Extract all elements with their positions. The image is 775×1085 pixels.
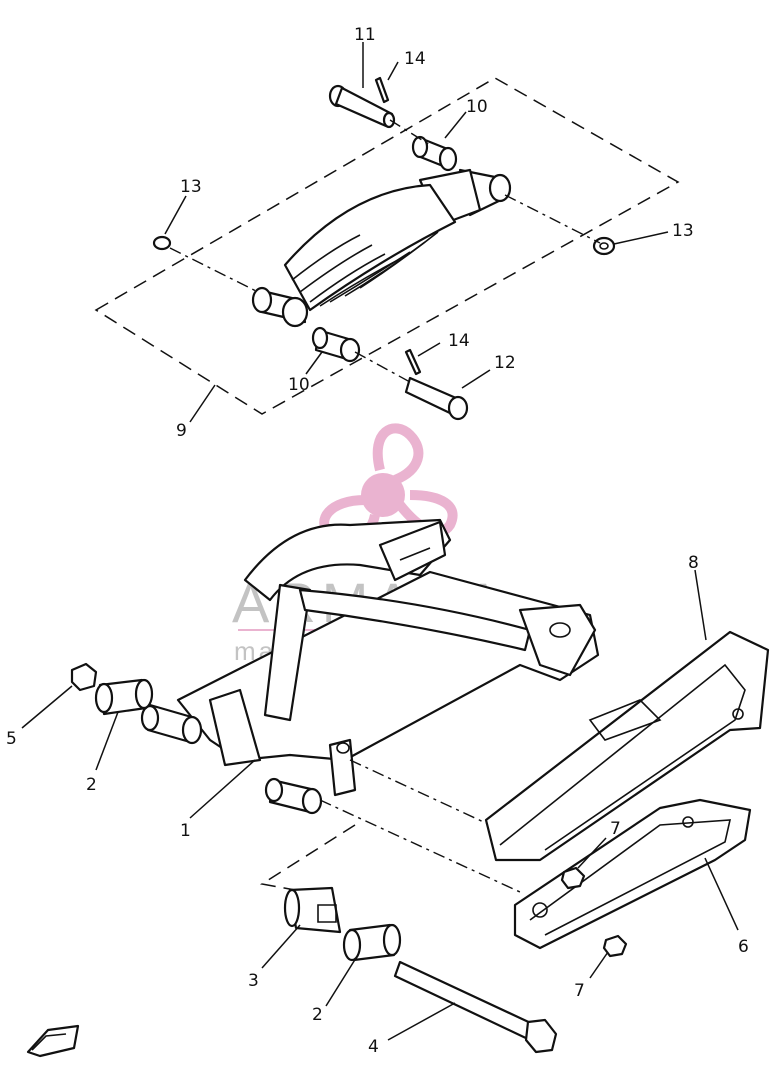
label-13-left: 13 [180, 177, 202, 197]
label-5: 5 [6, 729, 17, 749]
bushing-10-bottom [311, 326, 361, 363]
axis-line-axle [319, 799, 521, 893]
label-6: 6 [738, 937, 749, 957]
axis-line-right [504, 194, 601, 244]
cotter-pin-14-mid [404, 348, 422, 376]
label-2-left: 2 [86, 775, 97, 795]
label-1: 1 [180, 821, 191, 841]
shock-group-outline [94, 77, 680, 415]
callout-labels: 11 14 10 13 13 14 12 10 9 8 5 2 1 7 6 3 … [6, 25, 749, 1057]
label-2-bottom: 2 [312, 1005, 323, 1025]
label-10-top: 10 [466, 97, 488, 117]
bolt-11 [328, 84, 396, 129]
axis-line-chaincase [349, 759, 491, 826]
leader-lines [21, 42, 739, 1041]
bolt-7-lower [602, 934, 628, 958]
label-8: 8 [688, 553, 699, 573]
washer-13-right [592, 236, 616, 256]
label-10-bottom: 10 [288, 375, 310, 395]
cotter-pin-14-top [374, 76, 390, 104]
axis-line-mid [354, 351, 411, 383]
bushing-10-top [411, 135, 458, 172]
bolt-12 [404, 376, 469, 421]
label-11: 11 [354, 25, 376, 45]
bolt-7-upper [560, 866, 586, 890]
label-7-upper: 7 [610, 819, 621, 839]
chain-case-8 [484, 630, 770, 862]
label-3: 3 [248, 971, 259, 991]
front-arrow-icon [26, 1024, 80, 1058]
swing-arm-pivot-bushing-left [140, 703, 203, 745]
axis-line-top [389, 119, 431, 146]
collar-2-bottom [342, 923, 402, 962]
pivot-shaft-4 [393, 960, 558, 1054]
chain-guard-6 [513, 798, 752, 950]
collar-2-left [94, 678, 154, 716]
swing-arm-pivot-bushing-right [264, 777, 323, 815]
nut-5 [70, 662, 98, 692]
label-4: 4 [368, 1037, 379, 1057]
propeller-hub-icon [361, 473, 405, 517]
label-14-mid: 14 [448, 331, 470, 351]
washer-13-left [152, 235, 172, 251]
swing-arm [176, 518, 600, 797]
label-14-top: 14 [404, 49, 426, 69]
label-12: 12 [494, 353, 516, 373]
rear-shock-absorber [251, 168, 512, 328]
label-9: 9 [176, 421, 187, 441]
label-13-right: 13 [672, 221, 694, 241]
axis-line-left [169, 247, 259, 293]
pivot-group-outline [259, 824, 356, 891]
label-7-lower: 7 [574, 981, 585, 1001]
bushing-3 [283, 886, 342, 934]
